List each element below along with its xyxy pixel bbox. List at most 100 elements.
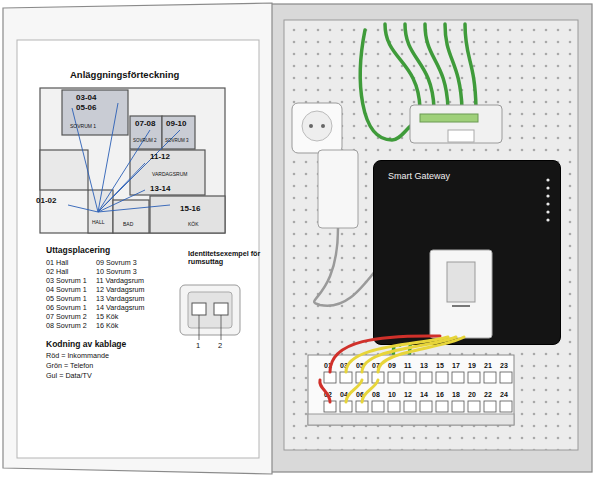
power-socket [292,103,342,153]
outlet-entry: 03 Sovrum 1 [46,277,87,285]
patch-port [468,372,480,383]
patch-panel [308,355,514,425]
floor-plan [40,150,88,190]
patch-port [420,401,432,412]
power-socket [302,111,332,141]
outlet-entry: 11 Vardagsrum [96,277,144,285]
room-socket [199,315,221,340]
outlet-entry: 15 Kök [96,313,118,321]
port-number: 17 [452,362,460,370]
port-number: 18 [452,391,460,399]
patch-panel [324,372,512,412]
port-number: 20 [468,391,476,399]
cable-code: Grön = Telefon [46,362,93,370]
gateway-module [447,262,475,302]
port-number: 14 [420,391,428,399]
outlet-entry: 12 Vardagsrum [96,286,145,294]
outlet-entry: 07 Sovrum 2 [46,313,87,321]
green-cables [465,24,476,108]
outlet-pair: 11-12 [150,153,170,162]
port-number: 19 [468,362,476,370]
outlet-runs [98,163,145,212]
cable-code: Gul = Data/TV [46,372,92,380]
outlet-pair: 15-16 [180,205,200,214]
patch-port [356,372,368,383]
port-number: 13 [420,362,428,370]
outlet-entry: 05 Sovrum 1 [46,295,87,303]
patch-cables [362,337,456,372]
gateway-module [452,305,470,307]
outlet-entry: 06 Sovrum 1 [46,304,87,312]
port-number: 15 [436,362,444,370]
room-socket [192,303,206,315]
outlet-entry: 08 Sovrum 2 [46,322,87,330]
floor-plan [130,116,162,149]
patch-port [452,372,464,383]
port-number: 05 [356,362,364,370]
room-name: SOVRUM 3 [165,139,189,144]
socket-caption: Identitetsexempel för rumsuttag [188,250,268,266]
patch-port [324,372,336,383]
patch-port [436,401,448,412]
floor-plan [162,116,195,149]
power-adapter [314,150,376,306]
outlet-pair: 09-10 [166,120,186,129]
gateway-leds [546,210,549,213]
gateway-module [430,250,492,338]
room-socket [180,285,240,340]
room-socket [180,285,240,335]
outlet-entry: 09 Sovrum 3 [96,259,137,267]
patch-panel [308,414,514,425]
cabinet-body [284,20,578,450]
floor-plan [113,200,149,233]
power-socket [309,124,313,128]
room-name: HALL [92,220,105,226]
cabinet-door [17,40,259,458]
outlet-runs [68,103,180,212]
patch-panel [308,355,514,425]
patch-cables [320,336,464,402]
sheet-title: Anläggningsförteckning [70,70,179,80]
patch-port [484,401,496,412]
room-socket [214,303,228,315]
outlet-entry: 01 Hall [46,259,68,267]
patch-port [404,401,416,412]
section-heading: Kodning av kablage [46,340,126,349]
green-cables [445,24,462,108]
room-name: SOVRUM 2 [133,139,157,144]
port-number: 22 [484,391,492,399]
jack-number: 1 [196,342,200,350]
floor-plan [40,88,225,233]
patch-port [420,372,432,383]
outlet-runs [98,190,145,212]
patch-cables [346,380,362,402]
outlet-entry: 13 Vardagsrum [96,295,145,303]
jack-number: 2 [218,342,222,350]
port-number: 21 [484,362,492,370]
power-adapter [314,228,376,306]
gateway-box: Smart Gateway [373,160,561,345]
patch-port [324,401,336,412]
network-switch [410,105,502,143]
outlet-pair: 05-06 [76,104,96,113]
outlet-entry: 04 Sovrum 1 [46,286,87,294]
cabinet-door [3,3,272,474]
room-name: SOVRUM 1 [70,124,96,130]
port-number: 02 [324,391,332,399]
port-number: 03 [340,362,348,370]
floor-plan [150,196,225,233]
floor-plan [40,88,225,233]
floor-plan [130,150,205,195]
gateway-leds [546,178,549,221]
patch-cables [346,337,448,372]
port-number: 04 [340,391,348,399]
power-socket [321,124,325,128]
gateway-module [430,250,492,338]
green-cables [360,30,412,140]
device-label: Smart Gateway [388,171,546,181]
outlet-pair: 13-14 [150,185,170,194]
patch-port [484,372,496,383]
section-heading: Uttagsplacering [46,246,110,255]
